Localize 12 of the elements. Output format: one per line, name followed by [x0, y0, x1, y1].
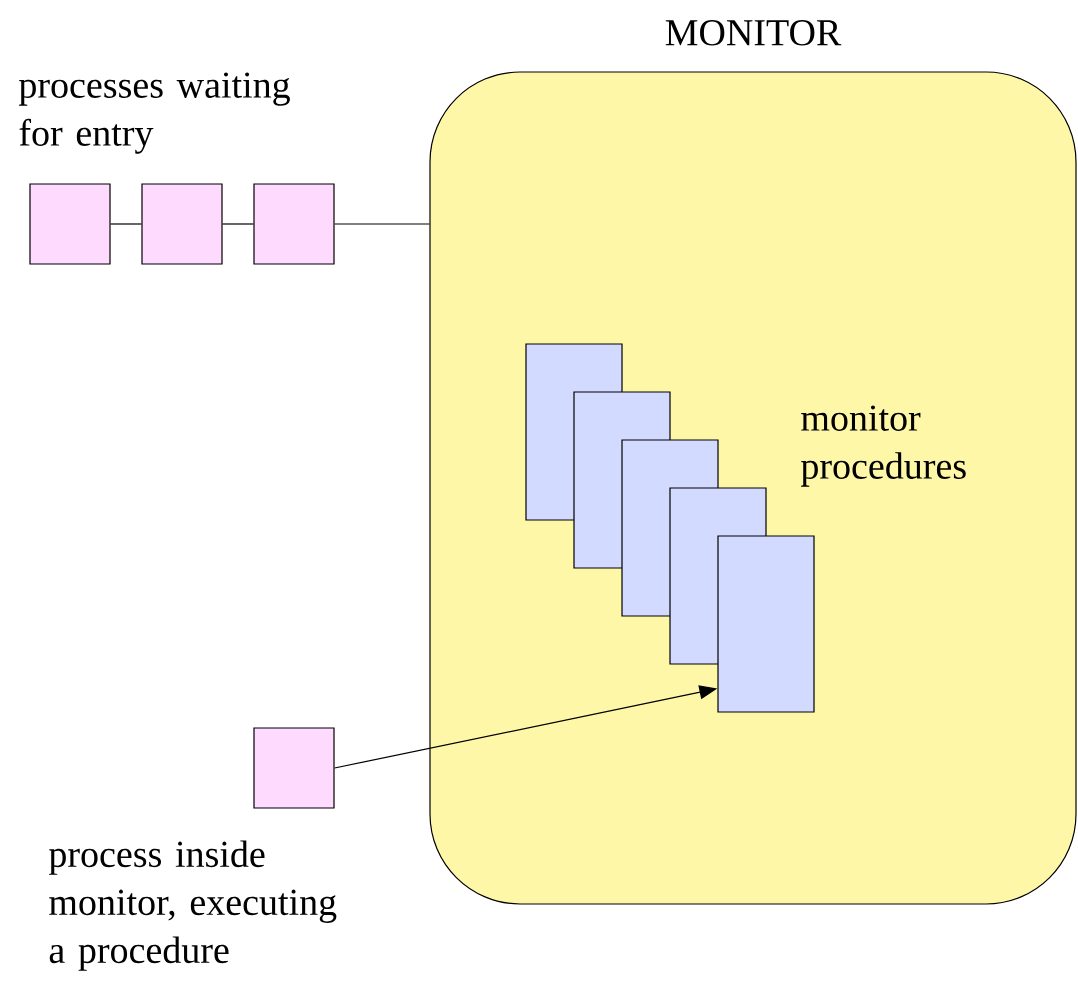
- caption-text: monitor procedures: [801, 405, 966, 487]
- heading-text: MONITOR: [665, 20, 842, 46]
- process-box: [141, 183, 223, 265]
- caption-text: processes waiting for entry: [19, 72, 290, 154]
- caption-text: process inside monitor, executing a procedure: [49, 840, 337, 971]
- connector-line: [334, 223, 430, 225]
- procedure-box: [717, 535, 815, 713]
- connector-line: [222, 223, 254, 225]
- process-box: [253, 183, 335, 265]
- connector-line: [110, 223, 142, 225]
- process-box: [29, 183, 111, 265]
- process-box: [253, 727, 335, 809]
